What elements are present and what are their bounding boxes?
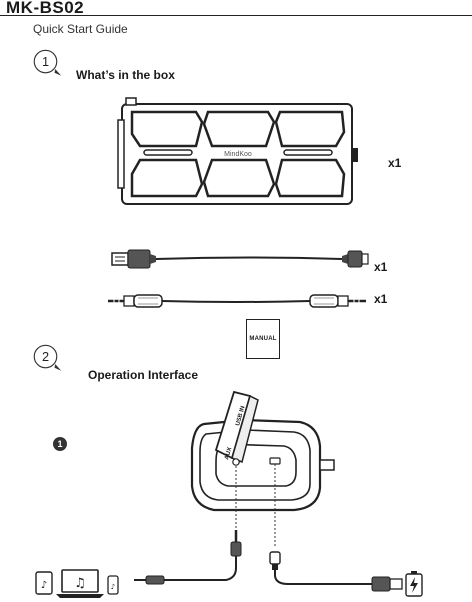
phone-icon: ♪: [107, 575, 119, 595]
svg-text:♪: ♪: [41, 580, 47, 591]
aux-cable-quantity: x1: [374, 292, 388, 306]
callout-marker: 1: [53, 437, 67, 451]
source-devices-illustration: ♪ ♫ ♪: [35, 569, 119, 598]
step-number-1: 1: [42, 54, 49, 69]
manual-label: MANUAL: [249, 336, 277, 342]
step-number-2: 2: [42, 349, 49, 364]
svg-text:♪: ♪: [111, 583, 115, 591]
manual-booklet: MANUAL: [246, 319, 280, 359]
step-badge-1: 1: [33, 49, 62, 76]
model-title: MK-BS02: [6, 0, 85, 17]
usb-cable-quantity: x1: [374, 260, 388, 274]
usb-port: [269, 457, 281, 465]
aux-connection-illustration: [134, 530, 242, 585]
usb-cable-illustration: [111, 249, 369, 269]
charge-icon: [405, 571, 423, 597]
guide-subtitle: Quick Start Guide: [33, 22, 128, 36]
step-badge-2: 2: [33, 344, 62, 371]
usb-port-label: USB IN: [235, 405, 246, 426]
usb-charging-illustration: [269, 551, 423, 597]
section-title-interface: Operation Interface: [88, 368, 199, 382]
speaker-brand: MindKoo: [224, 151, 252, 158]
aux-port-label: AUX: [224, 447, 233, 461]
section-title-box: What’s in the box: [76, 68, 175, 82]
speaker-illustration: MindKoo: [117, 97, 358, 205]
aux-cable-illustration: [108, 294, 366, 308]
speaker-side-illustration: USB IN AUX: [190, 390, 335, 548]
svg-text:♫: ♫: [74, 576, 86, 591]
tablet-icon: ♪: [35, 571, 53, 595]
aux-port: [232, 458, 240, 466]
laptop-icon: ♫: [56, 569, 104, 598]
speaker-quantity: x1: [388, 156, 402, 170]
header-divider: [0, 15, 472, 16]
